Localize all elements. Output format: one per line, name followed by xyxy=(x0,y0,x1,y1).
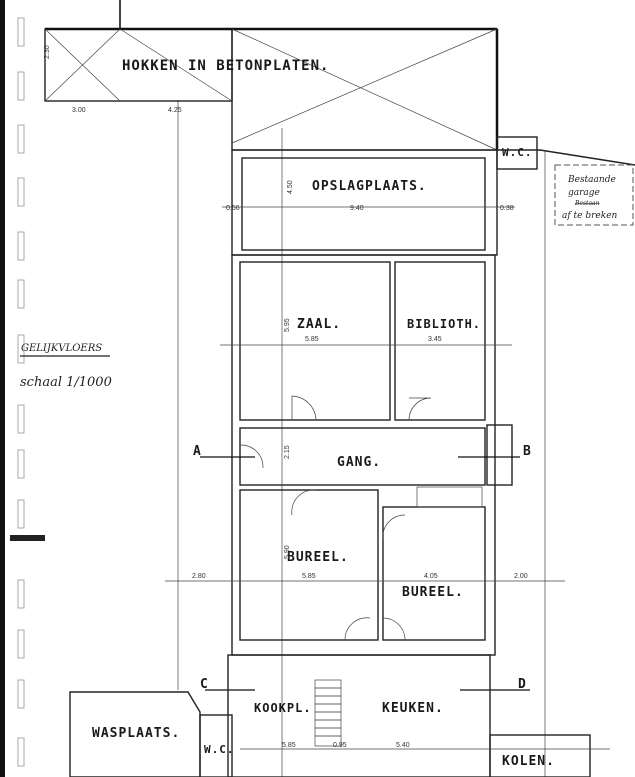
wc-bottom-block xyxy=(199,714,233,777)
room-label-kolen: KOLEN. xyxy=(502,754,555,769)
garage-dashed xyxy=(554,164,634,226)
dim-kookpl-w: 5.85 xyxy=(282,742,296,749)
dim-bureel-w: 5.85 xyxy=(302,573,316,580)
annotation-line1: Bestaande xyxy=(567,175,616,185)
plan-title: GELIJKVLOERS xyxy=(21,343,102,354)
room-label-keuken: KEUKEN. xyxy=(382,701,444,716)
door-arcs xyxy=(239,395,432,641)
section-a: A xyxy=(193,444,202,459)
hokken-block xyxy=(44,27,499,151)
dim-hokken-w2: 4.25 xyxy=(168,107,182,114)
wc-top-block xyxy=(496,136,538,170)
annotation-line3: Bestaan xyxy=(574,200,600,207)
stair-steps xyxy=(315,687,341,737)
scan-mark xyxy=(10,535,45,541)
room-label-bureel-left: BUREEL. xyxy=(287,550,349,565)
room-label-gang: GANG. xyxy=(337,455,381,470)
room-label-bureel-right: BUREEL. xyxy=(402,585,464,600)
dimension-lines xyxy=(165,206,610,750)
dim-hokken-w1: 3.00 xyxy=(72,107,86,114)
section-c: C xyxy=(200,677,209,692)
dim-opslag-left: 0.56 xyxy=(226,205,240,212)
room-label-biblioth: BIBLIOTH. xyxy=(407,317,481,331)
dim-stair: 0.95 xyxy=(333,742,347,749)
dim-hokken-h: 2.30 xyxy=(44,45,51,59)
dim-keuken-w: 5.40 xyxy=(396,742,410,749)
dim-bureel-h: 5.90 xyxy=(284,545,291,559)
opslag-block xyxy=(231,149,498,256)
room-label-zaal: ZAAL. xyxy=(297,317,341,332)
kolen-block xyxy=(489,734,591,777)
dim-opslag-w: 9.40 xyxy=(350,205,364,212)
dim-zaal-w: 5.85 xyxy=(305,336,319,343)
dim-zaal-h: 5.95 xyxy=(284,318,291,332)
section-lines xyxy=(200,456,530,691)
room-label-wc-bottom: W.C. xyxy=(204,743,235,756)
room-label-kookpl: KOOKPL. xyxy=(254,701,312,715)
room-label-wasplaats: WASPLAATS. xyxy=(92,726,180,741)
kitchen-block xyxy=(227,654,491,777)
scan-edge xyxy=(0,0,5,777)
annotation-line4: af te breken xyxy=(562,211,618,221)
section-b: B xyxy=(523,444,532,459)
annotation-line2: garage xyxy=(568,188,600,198)
dim-left-out: 2.80 xyxy=(192,573,206,580)
section-d: D xyxy=(518,677,527,692)
stair xyxy=(314,679,342,747)
guide-lines xyxy=(119,0,546,777)
plan-scale: schaal 1/1000 xyxy=(20,375,112,390)
garage-outline xyxy=(497,149,635,166)
dim-right-out: 2.00 xyxy=(514,573,528,580)
dim-opslag-h: 4.50 xyxy=(287,180,294,194)
opslag-inner xyxy=(241,157,486,251)
room-label-wc-top: W.C. xyxy=(502,146,533,159)
dim-gang-h: 2.15 xyxy=(284,445,291,459)
room-label-opslag: OPSLAGPLAATS. xyxy=(312,179,427,194)
dim-bureel-right-w: 4.05 xyxy=(424,573,438,580)
room-label-hokken: HOKKEN IN BETONPLATEN. xyxy=(122,58,329,74)
dim-opslag-right: 0.38 xyxy=(500,205,514,212)
dim-biblioth-w: 3.45 xyxy=(428,336,442,343)
binder-holes xyxy=(17,17,25,767)
